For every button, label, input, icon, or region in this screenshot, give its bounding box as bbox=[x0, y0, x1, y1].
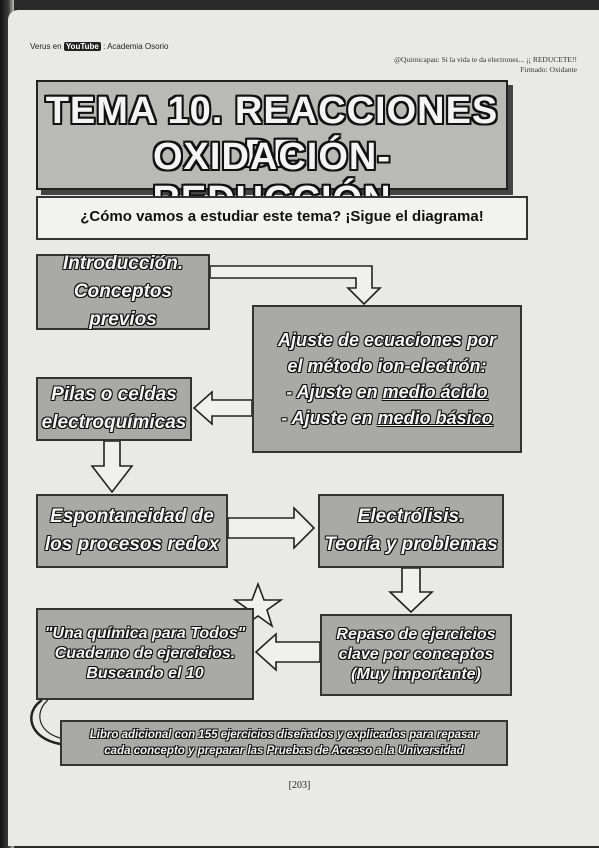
arrow-repaso-to-cuaderno bbox=[254, 632, 321, 672]
page-title-line1: TEMA 10. REACCIONES DE bbox=[45, 90, 499, 175]
node-ajuste-line3-pre: - Ajuste en bbox=[286, 382, 383, 402]
node-ajuste-line2: el método ion-electrón: bbox=[287, 356, 487, 376]
page-number: [203] bbox=[288, 780, 311, 791]
question-box: ¿Cómo vamos a estudiar este tema? ¡Sigue… bbox=[36, 196, 528, 240]
node-electrolisis-line2: Teoría y problemas bbox=[324, 534, 498, 555]
node-introduccion-line2: Conceptos previos bbox=[73, 281, 173, 330]
arrow-electro-to-repaso bbox=[388, 567, 434, 614]
book-note-box: Libro adicional con 155 ejercicios diseñ… bbox=[60, 720, 508, 766]
header-signature: Firmado: Oxidante bbox=[520, 65, 577, 74]
node-pilas: Pilas o celdas electroquímicas bbox=[36, 377, 192, 441]
node-ajuste-line4: - Ajuste en medio básico bbox=[281, 405, 492, 431]
node-cuaderno-line2: Cuaderno de ejercicios. bbox=[54, 645, 236, 662]
header-motto: @Quimicapau: Si la vida te da electrones… bbox=[394, 55, 577, 64]
node-introduccion: Introducción. Conceptos previos bbox=[36, 253, 210, 330]
book-note-line1: Libro adicional con 155 ejercicios diseñ… bbox=[89, 729, 479, 741]
question-text: ¿Cómo vamos a estudiar este tema? ¡Sigue… bbox=[80, 208, 484, 225]
node-ajuste: Ajuste de ecuaciones por el método ion-e… bbox=[252, 305, 522, 453]
node-ajuste-line3-u: medio ácido bbox=[382, 382, 488, 402]
node-electrolisis-line1: Electrólisis. bbox=[357, 506, 465, 527]
arrow-espont-to-electro bbox=[227, 506, 316, 550]
header-channel: : Academia Osorio bbox=[103, 42, 169, 51]
youtube-logo-icon: YouTube bbox=[63, 42, 101, 51]
node-repaso-line3: (Muy importante) bbox=[351, 666, 481, 683]
node-repaso: Repaso de ejercicios clave por conceptos… bbox=[320, 614, 512, 696]
header-left: Verus en YouTube : Academia Osorio bbox=[30, 42, 168, 51]
node-ajuste-line4-u: medio básico bbox=[377, 408, 493, 428]
star-icon bbox=[232, 581, 284, 629]
header-prefix: Verus en bbox=[30, 42, 62, 51]
node-cuaderno-line3: Buscando el 10 bbox=[86, 665, 204, 682]
header-right: @Quimicapau: Si la vida te da electrones… bbox=[394, 55, 577, 75]
book-note-line2: cada concepto y preparar las Pruebas de … bbox=[104, 745, 464, 757]
arrow-intro-to-ajuste bbox=[209, 265, 382, 306]
connector-curve bbox=[30, 698, 61, 746]
node-pilas-line1: Pilas o celdas bbox=[51, 384, 177, 405]
node-espontaneidad-line1: Espontaneidad de bbox=[50, 506, 214, 527]
node-espontaneidad: Espontaneidad de los procesos redox bbox=[36, 494, 228, 568]
node-repaso-line2: clave por conceptos bbox=[338, 646, 494, 663]
node-espontaneidad-line2: los procesos redox bbox=[44, 534, 220, 555]
node-ajuste-line1: Ajuste de ecuaciones por bbox=[277, 330, 497, 350]
arrow-pilas-to-espont bbox=[90, 440, 134, 494]
node-ajuste-line4-pre: - Ajuste en bbox=[281, 408, 378, 428]
node-cuaderno: "Una química para Todos" Cuaderno de eje… bbox=[36, 608, 254, 700]
node-pilas-line2: electroquímicas bbox=[41, 412, 187, 433]
node-repaso-line1: Repaso de ejercicios bbox=[336, 626, 496, 643]
node-introduccion-line1: Introducción. bbox=[62, 253, 184, 274]
node-ajuste-line3: - Ajuste en medio ácido bbox=[286, 379, 487, 405]
node-cuaderno-line1: "Una química para Todos" bbox=[44, 625, 246, 642]
node-electrolisis: Electrólisis. Teoría y problemas bbox=[318, 494, 504, 568]
arrow-ajuste-to-pilas bbox=[192, 390, 253, 426]
